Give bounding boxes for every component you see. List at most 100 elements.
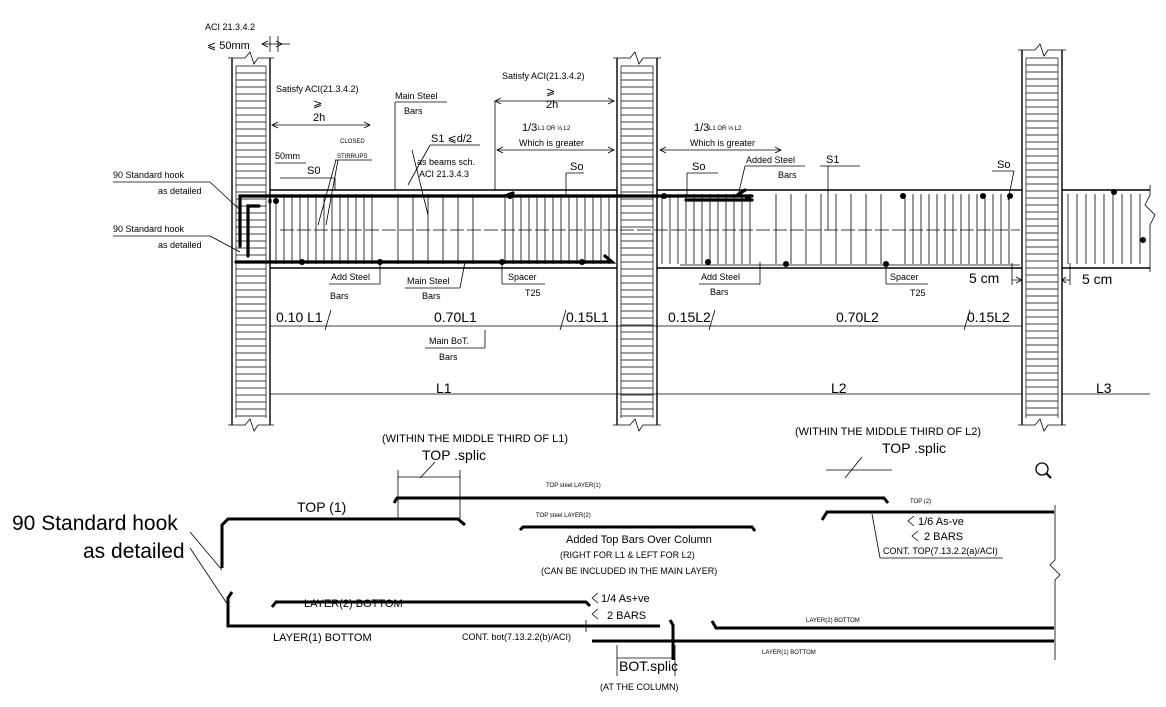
dim-015L2a: 0.15L2	[668, 309, 711, 325]
rebar-dot	[980, 193, 986, 199]
column-2	[616, 58, 658, 425]
top1-label: TOP (1)	[297, 499, 346, 515]
span-L3: L3	[1096, 380, 1112, 396]
break-lines	[228, 43, 1066, 432]
add-steel-right-b: Bars	[710, 287, 729, 297]
2h-mid: 2h	[546, 99, 558, 111]
span-L1: L1	[436, 380, 452, 396]
layer1-bottom-small: LAYER(1) BOTTOM	[762, 650, 816, 656]
dim-010L1: 0.10 L1	[276, 309, 323, 325]
five-cm-dims	[1011, 263, 1071, 285]
two-bars-bot: 2 BARS	[607, 610, 646, 622]
closed-label: CLOSED	[340, 139, 365, 145]
aci-ref-label: ACI 21.3.4.2	[205, 22, 255, 32]
hook2-label-a: 90 Standard hook	[113, 224, 185, 234]
main-steel-label-2: Bars	[404, 106, 423, 116]
dim-ticks	[324, 309, 971, 331]
50mm-label: 50mm	[275, 151, 300, 161]
magnifier-icon[interactable]	[1035, 462, 1052, 479]
rebar-dot	[783, 261, 789, 267]
top-splic-l2: TOP .splic	[882, 440, 946, 456]
main-bars	[234, 188, 754, 264]
layer2-bottom: LAYER(2) BOTTOM	[304, 598, 403, 610]
two-bars-top: 2 BARS	[924, 531, 963, 543]
hook-big-b: as detailed	[83, 540, 185, 563]
one-third-right: 1/3	[694, 122, 709, 134]
as-beams-sch-label: as beams sch.	[417, 157, 475, 167]
main-steel-bot-leader	[405, 261, 466, 289]
s1-leader	[407, 144, 480, 216]
satisfy-aci-left: Satisfy ACI(21.3.4.2)	[276, 84, 359, 94]
rebar-dot	[299, 259, 305, 265]
splice-l1-marks	[397, 461, 461, 519]
dim-015L2b: 0.15L2	[967, 309, 1010, 325]
geq-mid: ⩾	[546, 86, 555, 98]
stirrups	[275, 194, 1141, 264]
rebar-dot	[661, 193, 667, 199]
hook2-label-b: as detailed	[158, 240, 202, 250]
stirrups-label: STIRRUPS	[337, 154, 367, 160]
rebar-dot	[883, 261, 889, 267]
can-be-included: (CAN BE INCLUDED IN THE MAIN LAYER)	[541, 566, 717, 576]
right-left-label: (RIGHT FOR L1 & LEFT FOR L2)	[560, 550, 695, 560]
dim-50mm-marks	[261, 36, 290, 52]
add-steel-right-leader	[699, 262, 761, 285]
added-steel-label-1: Added Steel	[746, 155, 795, 165]
within-l1-label: (WITHIN THE MIDDLE THIRD OF L1)	[382, 433, 568, 445]
spacer-left-b: T25	[525, 288, 541, 298]
spacer-left-leader	[501, 262, 545, 285]
spacer-right-b: T25	[910, 288, 926, 298]
s0-left-label: S0	[307, 165, 320, 177]
which-greater-right: Which is greater	[690, 138, 755, 148]
cont-top-marks	[871, 513, 1003, 559]
cont-bot-label: CONT. bot(7.13.2.2(b)/ACI)	[462, 632, 571, 642]
rebar-dot	[273, 198, 279, 204]
span-dim-line	[270, 325, 1150, 395]
top-splic-l1: TOP .splic	[422, 447, 486, 463]
stirrups-leader	[317, 159, 372, 226]
rebar-dot	[1140, 237, 1146, 243]
within-l2-label: (WITHIN THE MIDDLE THIRD OF L2)	[795, 426, 981, 438]
top2-label: TOP (2)	[910, 499, 931, 505]
main-steel-label-1: Main Steel	[395, 91, 438, 101]
rebar-dot	[900, 193, 906, 199]
bot-splic-marks	[616, 645, 676, 676]
bot-splic-label: BOT.splic	[619, 658, 678, 674]
so-right-leader	[686, 172, 718, 195]
so-right-label: So	[692, 161, 705, 173]
one-third-left: 1/3	[522, 122, 537, 134]
geq-left: ⩾	[313, 98, 322, 110]
dim-third-right	[659, 146, 782, 154]
add-steel-right-a: Add Steel	[701, 272, 740, 282]
aci-2143-label: ACI 21.3.4.3	[419, 169, 469, 179]
add-steel-left-a: Add Steel	[331, 272, 370, 282]
column-1	[231, 58, 271, 425]
hook1-label-b: as detailed	[158, 186, 202, 196]
rebar-dot	[1007, 193, 1013, 199]
top-steel-layer2: TOP steel LAYER(2)	[536, 513, 591, 519]
so-mid-label: So	[570, 161, 583, 173]
rebar-dot	[1111, 189, 1117, 195]
add-steel-left-leader	[329, 262, 381, 285]
main-bot-a: Main BoT.	[429, 336, 469, 346]
main-bot-b: Bars	[439, 352, 458, 362]
spacer-right-a: Spacer	[890, 272, 919, 282]
dim-third-left	[496, 146, 615, 154]
spacer-right-leader	[885, 265, 928, 285]
five-cm-left: 5 cm	[969, 270, 999, 286]
2h-left: 2h	[313, 112, 325, 124]
splice-l2-marks	[826, 456, 892, 479]
hook-big-a: 90 Standard hook	[12, 512, 178, 535]
column-3	[1021, 50, 1063, 425]
dim-2h-mid	[494, 97, 615, 190]
top-steel-layer1: TOP steel LAYER(1)	[546, 483, 601, 489]
rebar-dot	[745, 195, 751, 201]
added-steel-label-2: Bars	[778, 170, 797, 180]
main-steel-bot-a: Main Steel	[407, 276, 450, 286]
add-steel-left-b: Bars	[330, 291, 349, 301]
mid-bar-lines	[280, 229, 1020, 266]
added-steel-leader	[737, 165, 805, 197]
max-50mm-label: ⩽ 50mm	[207, 40, 250, 52]
rebar-dot	[507, 193, 513, 199]
